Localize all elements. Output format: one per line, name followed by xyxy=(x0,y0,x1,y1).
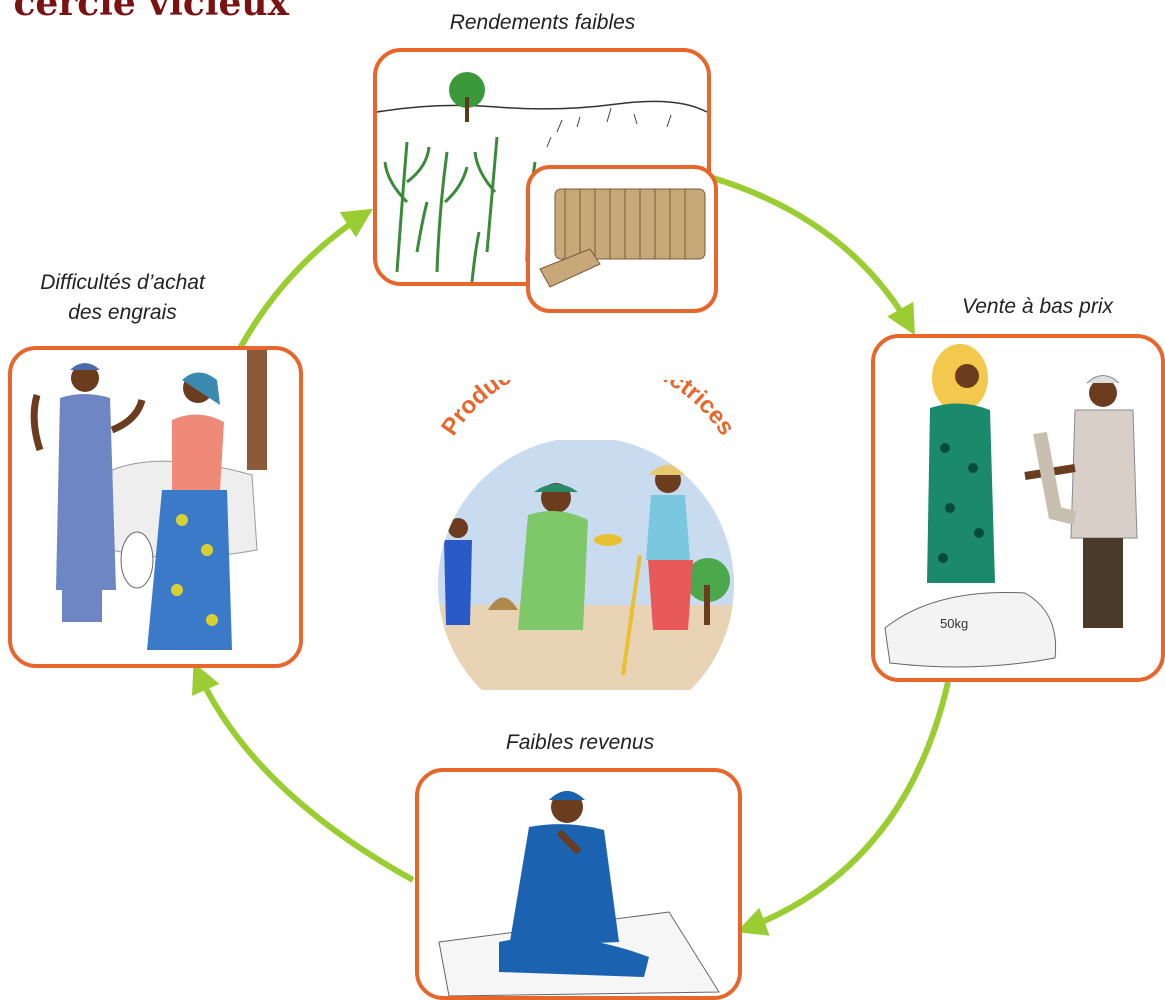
seated-man-illustration xyxy=(438,791,720,996)
frame-harvest-inset xyxy=(526,165,718,313)
arrow-engrais-to-rendements xyxy=(235,208,374,354)
two-farmers-illustration xyxy=(30,350,267,650)
sack-label: 50kg xyxy=(940,616,968,631)
millet-field-illustration xyxy=(377,72,707,282)
page-title: e cercle vicieux xyxy=(0,0,289,24)
producers-illustration: Producteurs et productrices xyxy=(436,341,740,690)
grain-sale-illustration: 50kg xyxy=(884,344,1138,668)
caption-engrais: Difficultés d’achat des engrais xyxy=(5,268,240,328)
caption-rendements: Rendements faibles xyxy=(449,11,636,34)
harvested-stalks-icon xyxy=(539,188,706,288)
caption-engrais-line2: des engrais xyxy=(68,301,177,324)
frame-revenus xyxy=(415,768,742,1000)
caption-engrais-line1: Difficultés d’achat xyxy=(40,271,205,294)
center-medallion: Producteurs et productrices xyxy=(408,341,760,690)
arrow-rendements-to-vente xyxy=(712,175,915,336)
arrow-vente-to-revenus xyxy=(736,681,951,936)
arrow-revenus-to-engrais xyxy=(192,662,415,883)
frame-vente: 50kg xyxy=(871,334,1165,682)
center-label: Producteurs et productrices xyxy=(436,341,740,441)
center-label-text: Producteurs et productrices xyxy=(436,380,740,440)
caption-vente: Vente à bas prix xyxy=(962,295,1113,318)
frame-engrais xyxy=(8,346,303,668)
caption-revenus: Faibles revenus xyxy=(505,731,655,754)
